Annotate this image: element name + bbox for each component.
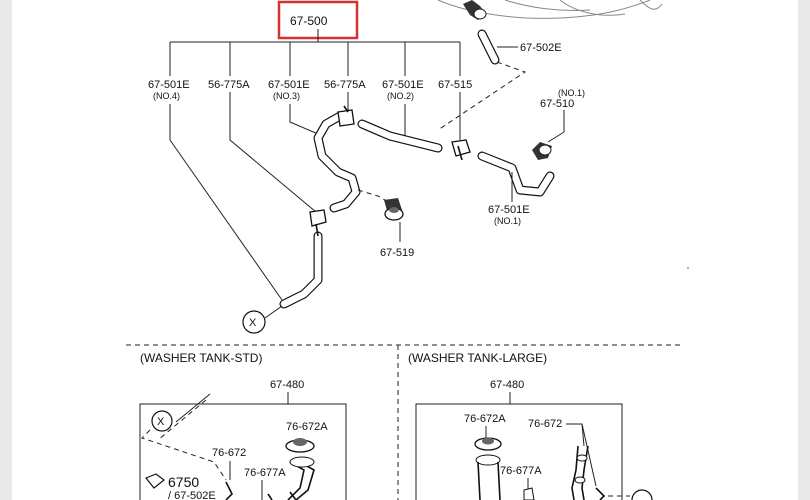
reference-x-top: X (242, 310, 266, 334)
reference-x-large (631, 489, 653, 500)
nozzle-top (463, 0, 487, 20)
reference-x-std: X (151, 410, 173, 432)
hose-501e-no4-label: 67-501E (148, 79, 190, 91)
leader-lines (169, 92, 461, 301)
part-tree-lines (169, 29, 461, 76)
upper-hose-assembly (279, 111, 555, 309)
pump-6750-label: 6750 (168, 474, 199, 490)
joint-775a-left-label: 56-775A (208, 79, 250, 91)
cap-672a-std-label: 76-672A (286, 421, 328, 433)
hose-501e-no1-label: 67-501E (488, 204, 530, 216)
t-joint-upper (337, 105, 355, 127)
hose-502e-label: 67-502E (520, 42, 562, 54)
hose-501e-no3-label: 67-501E (268, 79, 310, 91)
tank-large-part-label: 67-480 (490, 379, 524, 391)
pipe-large-parts (523, 445, 606, 500)
nozzle-510-note: (NO.1) (558, 88, 585, 98)
joint-775a-right-label: 56-775A (324, 79, 366, 91)
nozzle-510-label: 67-510 (540, 98, 574, 110)
neck-large (475, 454, 501, 500)
valve-519-label: 67-519 (380, 247, 414, 259)
pipe-672-large-label: 76-672 (528, 418, 562, 430)
pipe-677a-std-label: 76-677A (244, 467, 286, 479)
diagram-sheet (12, 0, 798, 500)
hose-501e-no2-note: (NO.2) (387, 91, 414, 101)
route-dash-upper (437, 61, 527, 131)
neck-std (287, 456, 315, 500)
hose-502e (477, 29, 500, 65)
tank-std-heading: (WASHER TANK-STD) (140, 351, 262, 365)
pipe-672-std-label: 76-672 (212, 447, 246, 459)
hose-501e-no3-note: (NO.3) (273, 91, 300, 101)
ref-x-std-label: X (157, 416, 165, 428)
cap-672a-large-label: 76-672A (464, 413, 506, 425)
pump-6750 (145, 473, 165, 489)
cap-672a-large (474, 437, 502, 451)
t-joint-lower (309, 209, 327, 237)
nozzle-510 (532, 142, 552, 160)
main-part-label: 67-500 (290, 14, 328, 28)
tank-std-box (139, 403, 347, 500)
ref-x-top-label: X (249, 317, 257, 329)
hose-501e-no2-label: 67-501E (382, 79, 424, 91)
t-joint-515 (451, 139, 471, 161)
cap-672a-std (285, 438, 315, 453)
hose-501e-no4-note: (NO.4) (153, 91, 180, 101)
hose-501e-no1-note: (NO.1) (494, 216, 521, 226)
pump-6750-note: / 67-502E (168, 490, 216, 500)
tank-std-part-label: 67-480 (270, 379, 304, 391)
part-515-label: 67-515 (438, 79, 472, 91)
check-valve-519 (384, 198, 404, 221)
tank-large-heading: (WASHER TANK-LARGE) (408, 351, 547, 365)
tank-large-box (415, 403, 623, 500)
pipe-677a-large-label: 76-677A (500, 465, 542, 477)
